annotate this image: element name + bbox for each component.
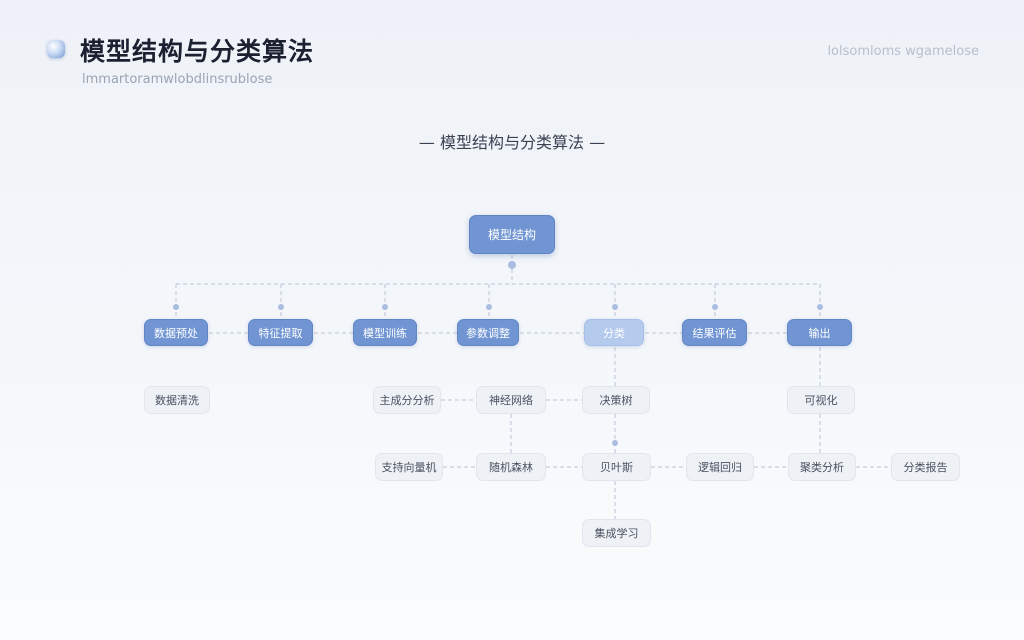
node-primary[interactable]: 参数调整 — [457, 319, 519, 346]
node-secondary[interactable]: 神经网络 — [476, 386, 546, 414]
junction-dot-p4 — [486, 304, 492, 310]
junction-dot-p7 — [817, 304, 823, 310]
node-secondary[interactable]: 聚类分析 — [788, 453, 856, 481]
node-secondary[interactable]: 决策树 — [582, 386, 650, 414]
node-primary[interactable]: 特征提取 — [248, 319, 313, 346]
junction-dot-p3 — [382, 304, 388, 310]
node-secondary[interactable]: 逻辑回归 — [686, 453, 754, 481]
node-secondary[interactable]: 数据清洗 — [144, 386, 210, 414]
node-secondary[interactable]: 可视化 — [787, 386, 855, 414]
node-secondary[interactable]: 分类报告 — [891, 453, 960, 481]
node-secondary[interactable]: 主成分分析 — [373, 386, 441, 414]
node-secondary[interactable]: 支持向量机 — [375, 453, 443, 481]
node-primary[interactable]: 结果评估 — [682, 319, 747, 346]
node-primary[interactable]: 输出 — [787, 319, 852, 346]
node-primary[interactable]: 数据预处 — [144, 319, 208, 346]
logo-icon — [47, 40, 65, 58]
junction-dot-p2 — [278, 304, 284, 310]
node-secondary[interactable]: 贝叶斯 — [582, 453, 651, 481]
junction-dot-p5 — [612, 304, 618, 310]
junction-dot-root — [508, 261, 516, 269]
node-secondary[interactable]: 集成学习 — [582, 519, 651, 547]
page-title: 模型结构与分类算法 — [80, 37, 315, 66]
junction-dot-p6 — [712, 304, 718, 310]
junction-dot-p1 — [173, 304, 179, 310]
junction-dot-s5 — [612, 440, 618, 446]
node-primary-highlight[interactable]: 分类 — [584, 319, 644, 346]
node-secondary[interactable]: 随机森林 — [476, 453, 546, 481]
node-primary[interactable]: 模型训练 — [353, 319, 417, 346]
diagram-heading: — 模型结构与分类算法 — — [418, 133, 606, 152]
top-right-caption: lolsomloms wgamelose — [827, 44, 979, 59]
node-root[interactable]: 模型结构 — [469, 215, 555, 254]
page-subtitle: lmmartoramwlobdlinsrublose — [82, 72, 273, 87]
